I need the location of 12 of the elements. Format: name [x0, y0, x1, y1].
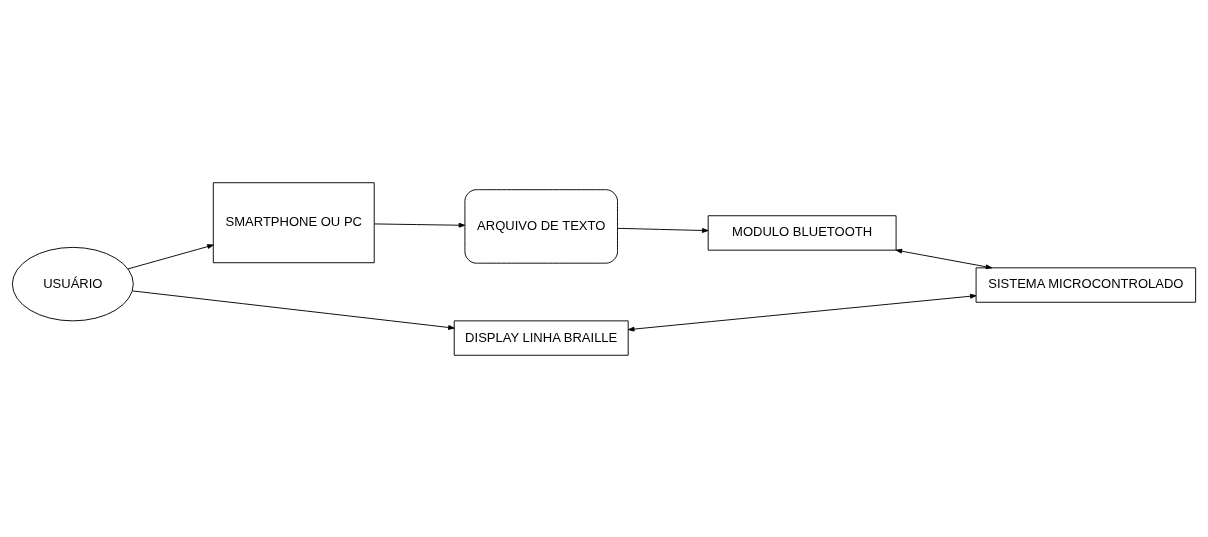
node-ellipse: USUÁRIO	[11, 246, 134, 321]
node-box: SISTEMA MICROCONTROLADO	[975, 266, 1197, 303]
node-box: ARQUIVO DE TEXTO	[464, 188, 618, 264]
node-box: SMARTPHONE OU PC	[212, 181, 375, 263]
arrow	[617, 227, 709, 233]
node-box: MODULO BLUETOOTH	[707, 214, 897, 251]
node-box: DISPLAY LINHA BRAILLE	[453, 319, 629, 356]
arrow	[127, 243, 214, 269]
arrow	[628, 293, 977, 331]
arrow	[895, 248, 993, 269]
arrow	[131, 289, 455, 330]
arrow	[373, 222, 466, 228]
